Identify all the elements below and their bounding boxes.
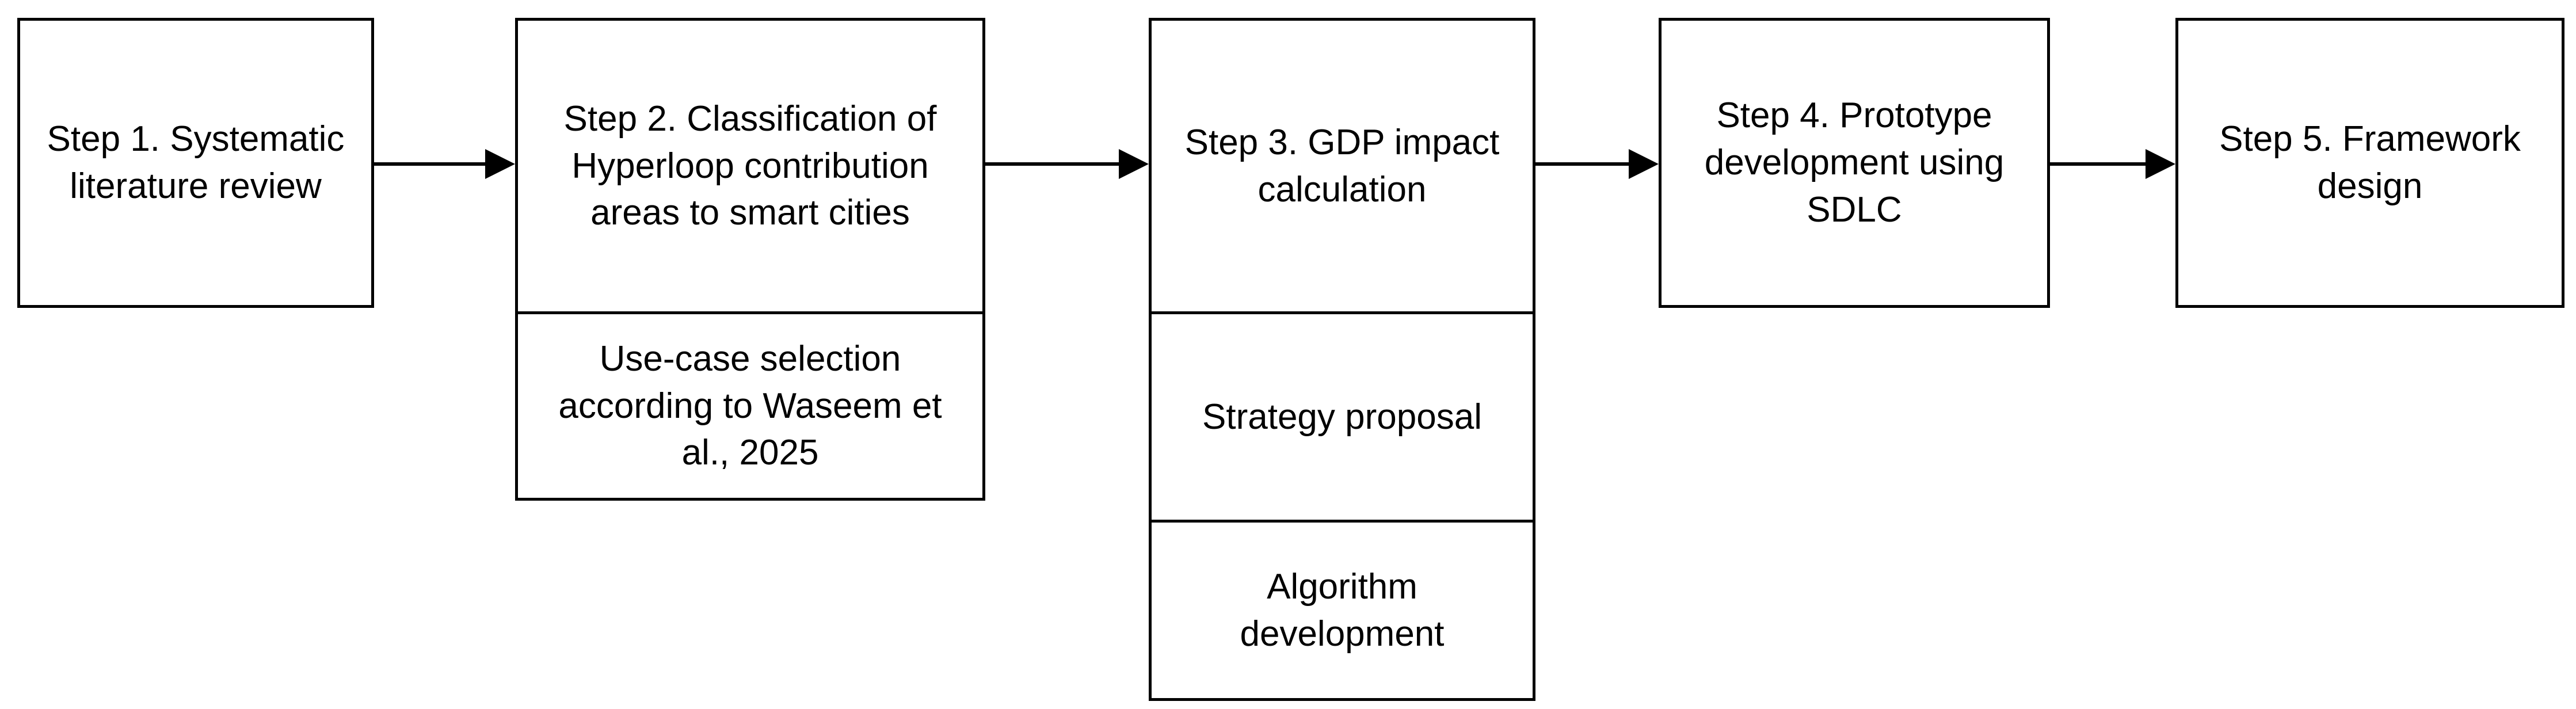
flow-node-step-4-main-label: Step 4. Prototype development using SDLC <box>1704 96 2005 230</box>
flow-node-step-3-sub-2-label: Algorithm development <box>1152 520 1533 698</box>
flow-node-step-2-main-label: Step 2. Classification of Hyperloop cont… <box>563 98 937 233</box>
flow-node-step-1-main-label: Step 1. Systematic literature review <box>47 119 345 206</box>
connector-shaft <box>2050 162 2150 166</box>
flow-node-step-3-sub-1-label: Strategy proposal <box>1152 311 1533 520</box>
arrowhead-icon <box>1119 149 1149 179</box>
flow-node-step-2[interactable]: Step 2. Classification of Hyperloop cont… <box>515 18 985 501</box>
flow-node-step-3-main-label: Step 3. GDP impact calculation <box>1184 122 1500 209</box>
flow-node-step-5[interactable]: Step 5. Framework design <box>2175 18 2564 308</box>
connector-shaft <box>374 162 489 166</box>
connector-shaft <box>985 162 1123 166</box>
flow-node-step-5-main-label: Step 5. Framework design <box>2219 119 2521 206</box>
flow-node-step-1[interactable]: Step 1. Systematic literature review <box>17 18 374 308</box>
arrowhead-icon <box>1629 149 1659 179</box>
flow-node-step-2-sub-1-label: Use-case selection according to Waseem e… <box>518 311 982 498</box>
arrowhead-icon <box>485 149 515 179</box>
flow-node-step-3[interactable]: Step 3. GDP impact calculation Strategy … <box>1149 18 1535 701</box>
connector-shaft <box>1535 162 1633 166</box>
flow-node-step-4[interactable]: Step 4. Prototype development using SDLC <box>1659 18 2050 308</box>
arrowhead-icon <box>2146 149 2175 179</box>
